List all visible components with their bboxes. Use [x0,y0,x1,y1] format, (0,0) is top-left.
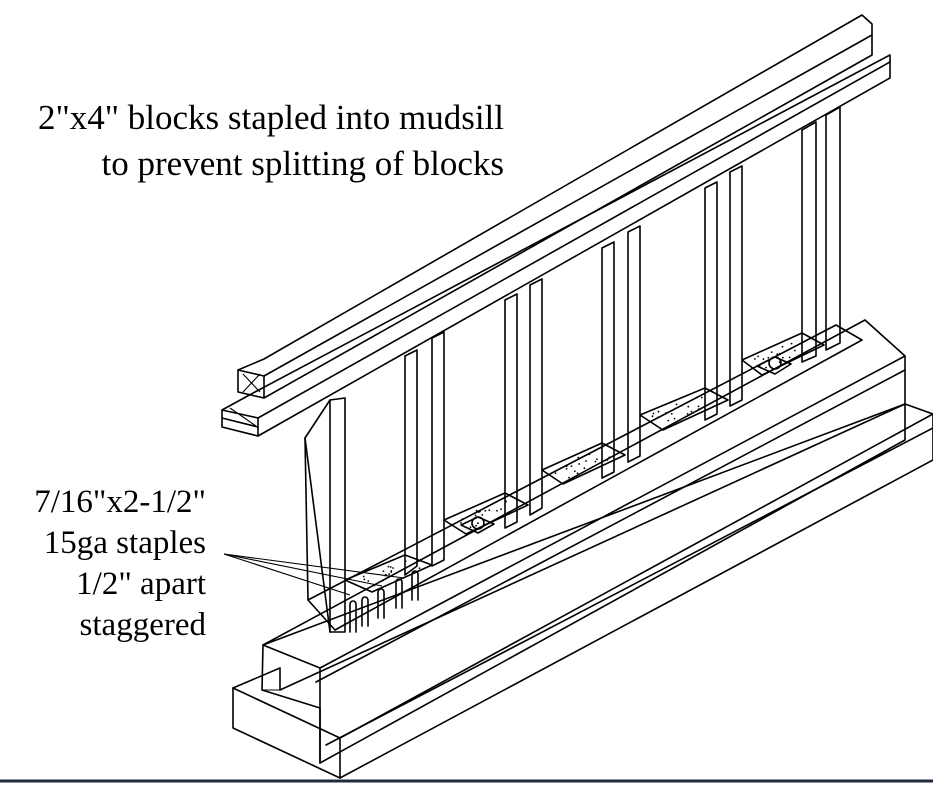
grain-dot [475,524,477,527]
grain-dot [570,465,573,467]
grain-dot [583,467,586,470]
grain-dot [362,575,365,578]
staples-callout-line-3: 1/2" apart [76,566,206,602]
grain-dot [576,472,579,475]
grain-dot [770,351,773,353]
staples-callout-line-4: staggered [79,607,206,643]
staples-callout-line-2: 15ga staples [43,525,206,561]
grain-dot [479,510,481,513]
grain-dot [754,358,756,360]
grain-dot [657,410,660,413]
blocks-callout-line-1: 2"x4" blocks stapled into mudsill [37,98,504,137]
grain-dot [588,453,591,456]
grain-dot [686,413,689,415]
blocking [344,332,825,593]
grain-dot [382,570,385,573]
grain-dot [778,352,781,355]
grain-dot [488,509,491,512]
grain-dot [782,356,784,359]
grain-dot [554,472,557,475]
grain-dot [776,353,779,355]
grain-dot [418,567,421,570]
grain-dot [700,396,703,399]
grain-dot [363,578,366,581]
grain-dot [389,566,392,568]
grain-dot [500,508,502,510]
grain-dot [697,405,700,408]
grain-dot [585,460,587,462]
staples [349,570,419,633]
grain-dot [578,463,580,465]
grain-dot [652,412,655,415]
grain-dot [392,567,394,569]
mudsill [307,324,863,631]
grain-dot [675,403,678,406]
leader-lines [223,553,405,596]
grain-dot [505,500,507,503]
grain-dot [670,413,673,415]
grain-dot [367,580,370,582]
grain-dot [665,412,667,414]
grain-dot [573,470,576,473]
grain-dot [696,396,698,399]
grain-dot [496,509,498,512]
anchor-bolt [460,516,495,534]
blocks-callout-line-2: to prevent splitting of blocks [101,144,504,183]
grain-dot [481,514,484,516]
grain-dot [667,419,670,422]
grain-dot [484,509,487,512]
grain-dot [388,573,391,576]
grain-dot [460,522,462,524]
grain-dot [767,356,770,359]
staples-callout: 7/16"x2-1/2" 15ga staples 1/2" apart sta… [34,482,206,646]
grain-dot [565,465,568,468]
foundation [232,319,933,779]
grain-dot [469,526,472,529]
grain-dot [596,458,598,461]
grain-dot [568,476,570,479]
grain-dot [762,358,765,360]
double-top-plate [221,14,891,437]
grain-dot [390,571,393,573]
grain-dot [404,560,407,563]
grain-dot [577,456,580,459]
grain-dot [794,349,796,352]
staples-callout-line-1: 7/16"x2-1/2" [34,484,206,520]
grain-dot [461,518,464,520]
grain-dot [477,522,479,525]
grain-dot [788,356,791,359]
grain-dot [757,355,759,358]
grain-dot [565,468,568,470]
grain-dot [474,514,477,517]
anchor-bolt [756,356,792,375]
grain-dot [673,417,676,420]
grain-dot [387,565,390,568]
grain-dot [781,345,784,348]
grain-dot [687,405,690,408]
grain-dot [606,459,609,461]
wall-studs [304,106,841,633]
grain-dot [657,416,659,419]
grain-dot [697,408,700,411]
grain-dot [475,509,478,512]
grain-dot [382,579,384,582]
grain-dot [594,460,597,463]
blocks-callout: 2"x4" blocks stapled into mudsill to pre… [38,95,504,187]
grain-dot [690,410,693,413]
grain-dot [790,342,793,345]
grain-dot [765,366,767,369]
grain-dot [608,456,611,459]
grain-dot [651,415,654,418]
